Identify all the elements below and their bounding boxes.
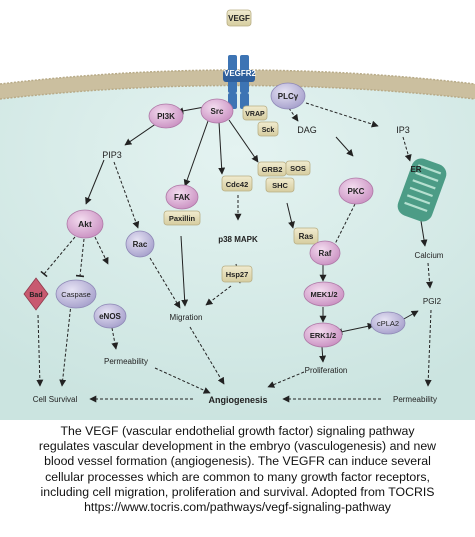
- permeability-left-label: Permeability: [104, 357, 148, 366]
- pip3-label: PIP3: [102, 150, 122, 160]
- bad-label: Bad: [29, 292, 42, 299]
- caption-line: regulates vascular development in the em…: [38, 439, 437, 454]
- proliferation-label: Proliferation: [305, 366, 348, 375]
- vegf-pathway-diagram: VEGF VEGFR2: [0, 9, 475, 420]
- pkc-label: PKC: [348, 187, 365, 196]
- migration-label: Migration: [170, 313, 203, 322]
- paxillin-label: Paxillin: [169, 214, 196, 223]
- ip3-label: IP3: [396, 125, 410, 135]
- cell-body: [0, 69, 475, 420]
- sck-label: Sck: [262, 127, 275, 134]
- hsp27-label: Hsp27: [226, 270, 249, 279]
- fak-label: FAK: [174, 193, 190, 202]
- shc-label: SHC: [272, 181, 288, 190]
- vrap-label: VRAP: [245, 111, 265, 118]
- angiogenesis-label: Angiogenesis: [208, 395, 267, 405]
- erk-label: ERK1/2: [310, 331, 336, 340]
- vegf-ligand: VEGF: [226, 9, 252, 27]
- permeability-right-label: Permeability: [393, 395, 437, 404]
- grb2-label: GRB2: [262, 165, 283, 174]
- vegf-label: VEGF: [228, 14, 250, 23]
- p38-label: p38 MAPK: [218, 235, 258, 244]
- cell-survival-label: Cell Survival: [33, 395, 78, 404]
- caption-line: https://www.tocris.com/pathways/vegf-sig…: [84, 500, 391, 515]
- caption-line: including cell migration, proliferation …: [40, 484, 435, 499]
- enos-label: eNOS: [99, 312, 121, 321]
- caption-line: blood vessel formation (angiogenesis). T…: [44, 454, 431, 469]
- vegfr2-label: VEGFR2: [224, 69, 257, 78]
- vegfr2-receptor: [223, 55, 255, 109]
- src-label: Src: [211, 107, 224, 116]
- calcium-label: Calcium: [415, 251, 444, 260]
- pgi2-label: PGI2: [423, 297, 442, 306]
- dag-label: DAG: [297, 125, 317, 135]
- sos-label: SOS: [290, 164, 306, 173]
- caption-line: cellular processes which are common to m…: [45, 469, 430, 484]
- pathway-nodes: PLCγ PI3K Src VRAP Sck DAG IP3 PIP3 ER F…: [23, 82, 447, 405]
- er-label: ER: [410, 165, 421, 174]
- caption-line: The VEGF (vascular endothelial growth fa…: [60, 424, 415, 438]
- raf-label: Raf: [319, 249, 332, 258]
- cdc42-label: Cdc42: [226, 180, 249, 189]
- figure-caption: The VEGF (vascular endothelial growth fa…: [6, 424, 469, 515]
- er-organelle: ER: [397, 158, 447, 222]
- cpla2-label: cPLA2: [377, 319, 399, 328]
- pi3k-label: PI3K: [157, 112, 175, 121]
- ras-label: Ras: [299, 232, 314, 241]
- caspase-label: Caspase: [61, 290, 91, 299]
- rac-label: Rac: [133, 240, 148, 249]
- akt-label: Akt: [78, 219, 92, 229]
- mek-label: MEK1/2: [310, 290, 337, 299]
- plcy-label: PLCγ: [278, 92, 299, 101]
